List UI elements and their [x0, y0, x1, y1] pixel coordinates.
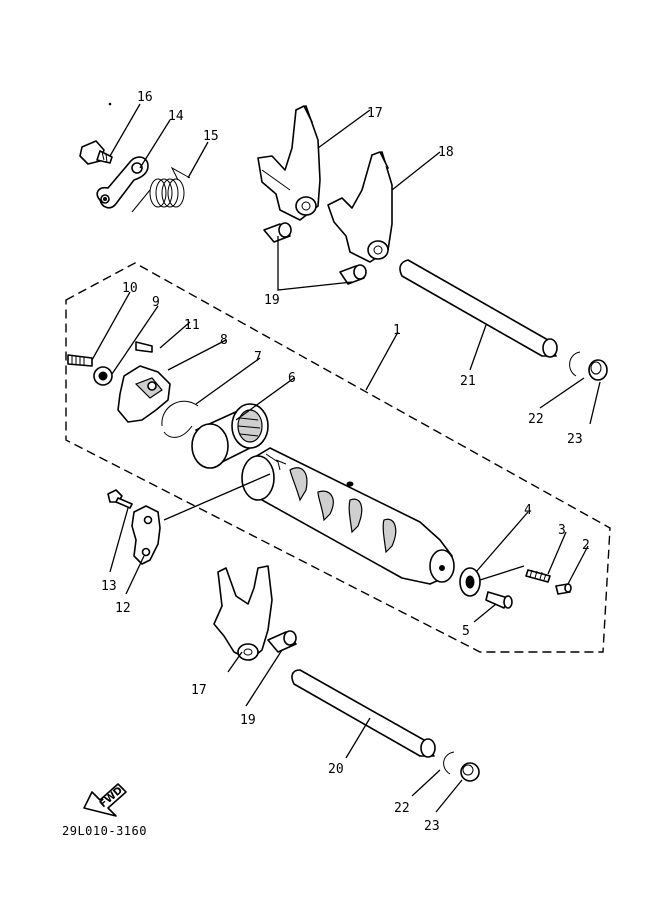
part-2-pin [555, 583, 572, 595]
callout-13: 13 [101, 579, 117, 594]
part-15-torsion-spring [131, 166, 191, 213]
part-9-washer [93, 366, 113, 386]
part-23-cap-lower [460, 762, 480, 782]
part-11-dowel-pin [135, 341, 153, 353]
callout-7: 7 [254, 350, 262, 365]
callout-2: 2 [582, 538, 590, 553]
part-19-guide-pin-upper-left [263, 222, 292, 243]
diagram-code: 29L010-3160 [62, 824, 147, 838]
assembly-boundary [65, 262, 611, 653]
callout-11: 11 [184, 318, 200, 333]
callout-10: 10 [122, 281, 138, 296]
callout-17-lower: 17 [191, 683, 207, 698]
callout-1: 1 [393, 323, 401, 338]
part-22-circlip-lower [443, 751, 455, 775]
part-17-shift-fork-lower [213, 565, 273, 661]
part-13-screw [107, 489, 133, 509]
part-17-shift-fork-upper [257, 105, 321, 221]
part-3-spring [525, 569, 551, 583]
part-22-circlip-upper [569, 351, 581, 377]
callout-5: 5 [462, 624, 470, 639]
leader-lines [91, 103, 601, 813]
part-19-guide-pin-lower [267, 630, 297, 653]
callout-18: 18 [438, 145, 454, 160]
callout-12: 12 [115, 601, 131, 616]
part-5-screw [485, 591, 513, 609]
part-8-segment-plate [117, 365, 171, 423]
part-1-shift-drum [241, 447, 455, 585]
callout-23-upper: 23 [567, 432, 583, 447]
part-7-circlip [161, 400, 199, 438]
part-21-guide-bar [399, 259, 558, 358]
callout-9: 9 [152, 295, 160, 310]
callout-22-upper: 22 [528, 412, 544, 427]
part-19-guide-pin-upper-right [339, 264, 367, 285]
part-18-shift-fork [327, 151, 393, 263]
part-23-cap-upper [588, 359, 608, 381]
callout-3: 3 [558, 523, 566, 538]
callout-15: 15 [203, 129, 219, 144]
callout-22-lower: 22 [394, 801, 410, 816]
callout-16: 16 [137, 90, 153, 105]
part-14-stopper-lever [96, 156, 149, 209]
callout-17-upper: 17 [367, 106, 383, 121]
forward-direction-arrow: FWD [83, 783, 127, 817]
part-12-plate [131, 505, 161, 565]
callout-8: 8 [220, 333, 228, 348]
part-16-bolt [79, 140, 113, 165]
callout-19-upper: 19 [264, 293, 280, 308]
callout-19-lower: 19 [240, 713, 256, 728]
callout-6: 6 [288, 371, 296, 386]
callout-20: 20 [328, 762, 344, 777]
part-20-guide-bar [291, 669, 436, 758]
part-6-bearing [191, 403, 269, 469]
part-10-screw [67, 354, 93, 367]
callout-labels: 16 14 15 17 18 19 1 21 22 23 10 9 11 8 7… [101, 90, 590, 834]
callout-21: 21 [460, 374, 476, 389]
callout-23-lower: 23 [424, 819, 440, 834]
part-4-washer [459, 567, 481, 597]
callout-14: 14 [168, 109, 184, 124]
callout-4: 4 [524, 503, 532, 518]
